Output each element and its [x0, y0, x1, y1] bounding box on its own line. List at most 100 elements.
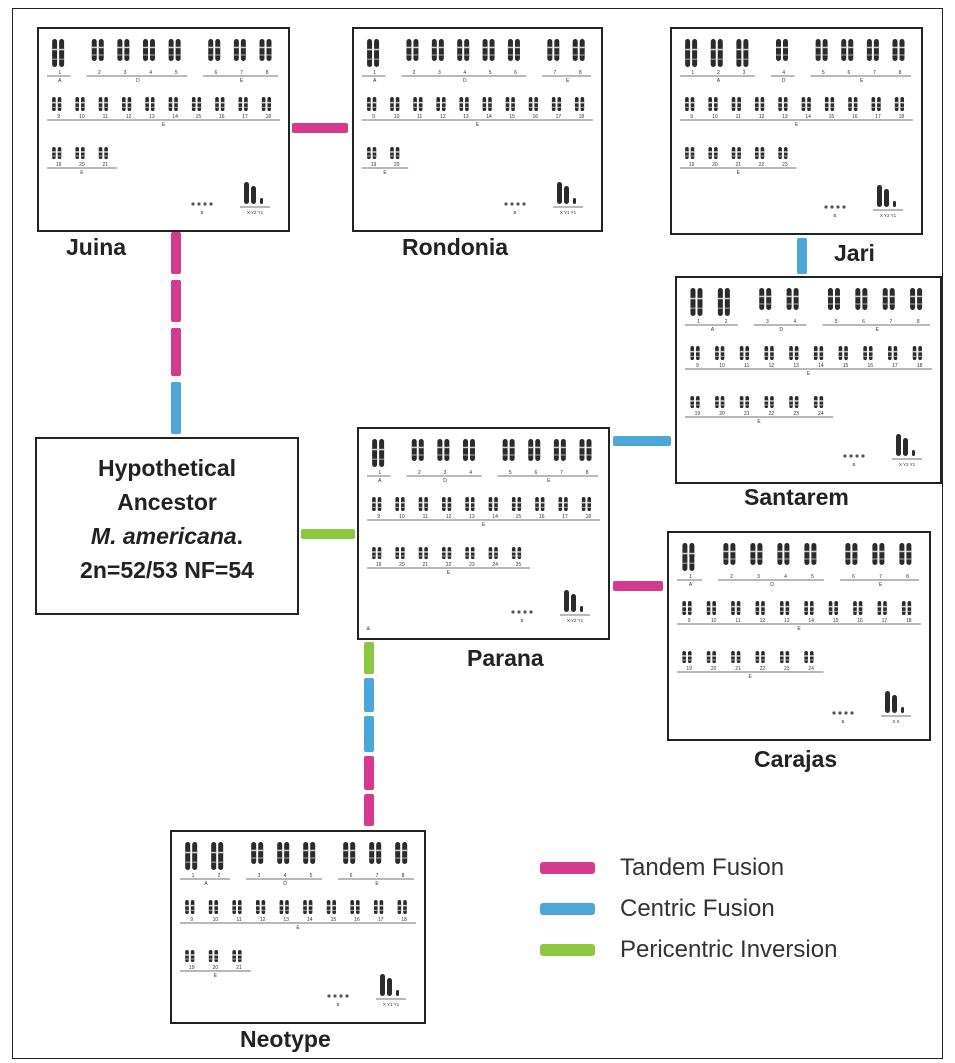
chromosome-number: 14 [818, 363, 824, 369]
chromosome-pair [419, 547, 428, 559]
chromosome-number: 16 [857, 618, 863, 624]
chromosome-number: 5 [175, 70, 178, 76]
chromosome-pair [512, 547, 521, 559]
group-letter: A [58, 78, 62, 84]
sex-chromosome-label: X Y1 Y1 [383, 1002, 400, 1007]
chromosome-number: 8 [917, 319, 920, 325]
chromosome-pair [459, 97, 468, 111]
karyotype-image-santarem: 12A34D5678E9101112131415161718E192021222… [677, 278, 940, 482]
chromosome-pair [547, 39, 559, 61]
chromosome-pair [412, 439, 424, 461]
label-rondonia: Rondonia [402, 234, 508, 261]
connector-juina-ancestor-tandem-2 [171, 280, 181, 322]
chromosome-number: 6 [535, 470, 538, 476]
chromosome-number: 14 [805, 114, 811, 120]
chromosome-number: 2 [730, 574, 733, 580]
chromosome-pair [75, 97, 84, 111]
chromosome-number: 15 [833, 618, 839, 624]
group-letter: E [296, 925, 300, 931]
chromosome-pair [390, 147, 399, 159]
chromosome-pair [707, 601, 716, 615]
group-letter: A [204, 881, 208, 887]
chromosome-pair [143, 39, 155, 61]
chromosome-pair [708, 147, 717, 159]
chromosome-number: 19 [189, 965, 195, 971]
legend-label-pericentric: Pericentric Inversion [620, 936, 837, 964]
chromosome-pair [789, 396, 798, 408]
chromosome-pair [528, 439, 540, 461]
chromosome-number: 19 [56, 162, 62, 168]
chromosome-number: 18 [266, 114, 272, 120]
chromosome-number: 14 [486, 114, 492, 120]
chromosome-pair [432, 39, 444, 61]
chromosome-number: 23 [469, 562, 475, 568]
chromosome-pair [185, 842, 197, 870]
chromosome-number: 23 [793, 411, 799, 417]
chromosome-pair [755, 97, 764, 111]
chromosome-pair [483, 97, 492, 111]
chromosome-number: 7 [560, 470, 563, 476]
chromosome-pair [343, 842, 355, 864]
chromosome-pair [765, 346, 774, 360]
chromosome-number: 5 [509, 470, 512, 476]
chromosome-number: 8 [899, 70, 902, 76]
chromosome-number: 22 [769, 411, 775, 417]
chromosome-number: 1 [689, 574, 692, 580]
chromosome-pair [816, 39, 828, 61]
chromosome-number: 3 [258, 873, 261, 879]
label-parana: Parana [467, 645, 544, 672]
chromosome-pair [707, 651, 716, 663]
chromosome-number: 5 [489, 70, 492, 76]
chromosome-pair [192, 97, 201, 111]
chromosome-pair [209, 900, 218, 914]
chromosome-pair [682, 543, 694, 571]
chromosome-number: 15 [829, 114, 835, 120]
chromosome-pair [731, 651, 740, 663]
chromosome-number: 16 [354, 917, 360, 923]
b-chromosome-label: B [336, 1002, 339, 1007]
chromosome-pair [442, 497, 451, 511]
legend-swatch-tandem [540, 862, 595, 874]
chromosome-pair [690, 346, 699, 360]
chromosome-pair [234, 39, 246, 61]
chromosome-number: 15 [843, 363, 849, 369]
chromosome-number: 7 [873, 70, 876, 76]
chromosome-number: 7 [890, 319, 893, 325]
chromosome-number: 17 [242, 114, 248, 120]
sex-chromosome-label: X Y2 Y1 [880, 213, 897, 218]
chromosome-pair [895, 97, 904, 111]
chromosome-number: 12 [126, 114, 132, 120]
chromosome-number: 21 [236, 965, 242, 971]
b-chromosome-label: B [200, 210, 203, 215]
chromosome-number: 19 [376, 562, 382, 568]
chromosome-number: 6 [848, 70, 851, 76]
chromosome-pair [232, 950, 241, 962]
chromosome-number: 4 [784, 574, 787, 580]
chromosome-pair [169, 97, 178, 111]
group-letter: E [240, 78, 244, 84]
sex-chromosome-label: X X [892, 719, 899, 724]
connector-parana-neotype-centric-1 [364, 678, 374, 712]
chromosome-pair [489, 497, 498, 511]
chromosome-pair [825, 97, 834, 111]
sex-chromosome-label: X Y2 Y1 [899, 462, 916, 467]
b-chromosome-label: B [841, 719, 844, 724]
chromosome-pair [780, 651, 789, 663]
chromosome-number: 3 [757, 574, 760, 580]
chromosome-pair [280, 900, 289, 914]
group-letter: A [373, 78, 377, 84]
chromosome-pair [208, 39, 220, 61]
chromosome-number: 3 [743, 70, 746, 76]
chromosome-number: 22 [760, 666, 766, 672]
connector-ancestor-parana-pericentric [301, 529, 355, 539]
group-letter: D [136, 78, 140, 84]
legend-label-centric: Centric Fusion [620, 895, 775, 923]
chromosome-number: 4 [284, 873, 287, 879]
chromosome-number: 7 [879, 574, 882, 580]
group-letter: D [283, 881, 287, 887]
chromosome-number: 1 [691, 70, 694, 76]
chromosome-number: 9 [372, 114, 375, 120]
chromosome-pair [883, 288, 895, 310]
